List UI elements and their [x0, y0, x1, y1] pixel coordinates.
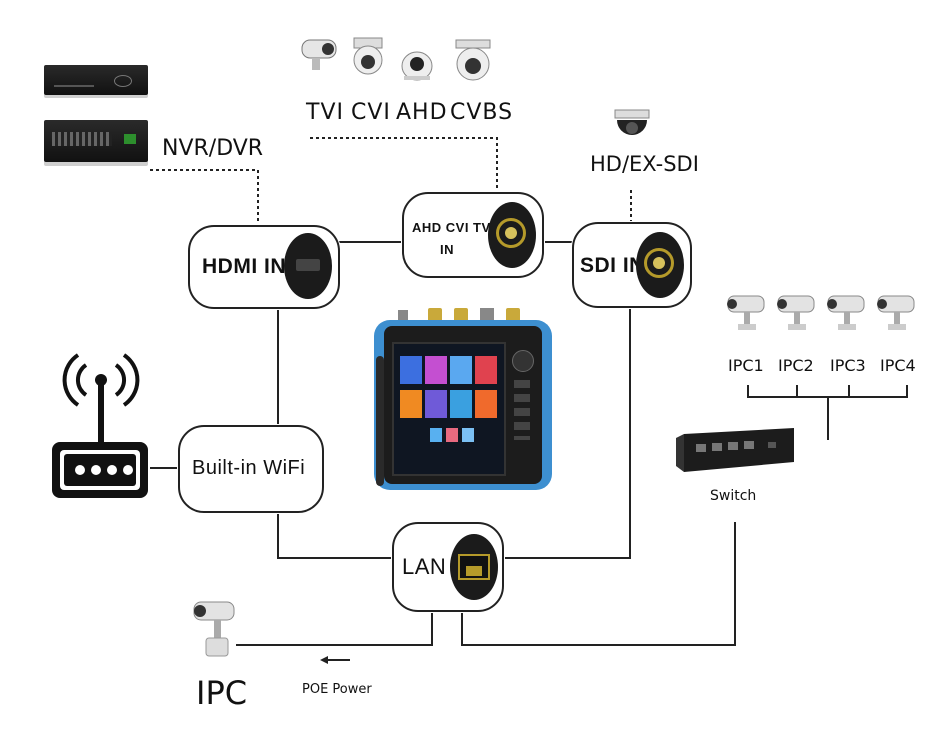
ipc1-camera-icon [722, 292, 770, 340]
lan-label: LAN [402, 554, 447, 579]
camera-type-cvbs: CVBS [450, 100, 514, 125]
nvr-link-line [150, 169, 259, 225]
mini-dome-camera-icon [400, 44, 434, 82]
dome-camera-icon [350, 36, 386, 80]
bnc-port-icon [488, 202, 536, 268]
camera-type-cvi: CVI [351, 100, 391, 125]
ipc2-camera-icon [772, 292, 820, 340]
ipc-bus-line [747, 385, 908, 398]
analog-in-label-line2: IN [440, 242, 454, 257]
lan-switch-line [461, 522, 736, 646]
sdi-lan-line [500, 305, 631, 559]
poe-power-label: POE Power [302, 682, 372, 697]
dvr-device [44, 120, 148, 162]
hd-ex-sdi-label: HD/EX-SDI [590, 152, 699, 176]
ipc4-camera-icon [872, 292, 920, 340]
poe-arrow [320, 656, 350, 664]
tester-device [374, 306, 552, 496]
tester-screen [392, 342, 506, 476]
wifi-router-icon [50, 335, 152, 503]
sdi-dome-camera-icon [611, 108, 653, 150]
lan-ipc-line [236, 608, 433, 646]
hdmi-in-node: HDMI IN [188, 225, 340, 309]
ipc2-label: IPC2 [778, 356, 814, 375]
sdi-in-label: SDI IN [580, 254, 645, 277]
ipc3-camera-icon [822, 292, 870, 340]
sdi-in-node: SDI IN [572, 222, 692, 308]
nvr-dvr-label: NVR/DVR [162, 136, 264, 161]
network-switch-icon [676, 426, 794, 474]
hdmi-in-label: HDMI IN [202, 255, 286, 278]
analog-in-label-line1: AHD CVI TVI [412, 220, 495, 235]
bullet-camera-icon [298, 36, 342, 74]
wifi-label: Built-in WiFi [192, 457, 306, 479]
camera-type-tvi: TVI [306, 100, 344, 125]
analog-in-node: AHD CVI TVI IN [402, 192, 544, 278]
nvr-device [44, 65, 148, 95]
rj45-port-icon [450, 534, 498, 600]
ipc1-label: IPC1 [728, 356, 764, 375]
ipc-label: IPC [196, 674, 248, 712]
analog-cam-link-line [310, 137, 498, 192]
lan-node: LAN [392, 522, 504, 612]
hdmi-port-icon [284, 233, 332, 299]
sdi-bnc-port-icon [636, 232, 684, 298]
camera-type-ahd: AHD [396, 100, 448, 125]
wifi-lan-line [277, 508, 392, 559]
ipc3-label: IPC3 [830, 356, 866, 375]
wifi-node: Built-in WiFi [178, 425, 324, 513]
ipc-camera-icon [190, 598, 240, 660]
ipc4-label: IPC4 [880, 356, 916, 375]
switch-label: Switch [710, 488, 757, 504]
turret-camera-icon [452, 38, 494, 82]
